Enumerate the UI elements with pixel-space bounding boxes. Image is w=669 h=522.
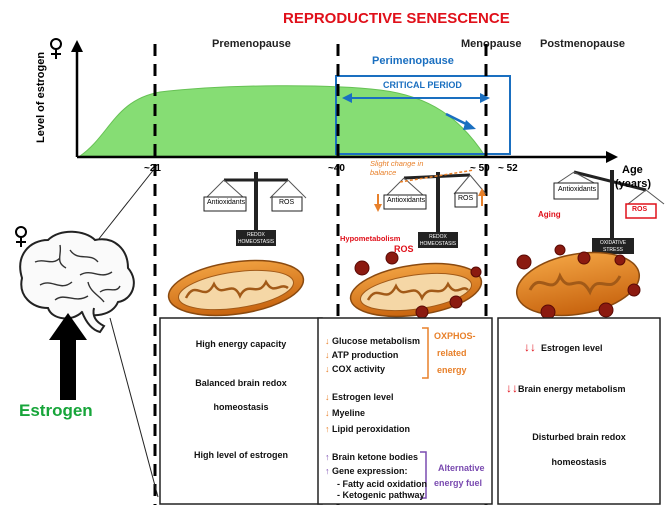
alt-item-4: - Ketogenic pathway bbox=[337, 490, 425, 500]
tick-21: ~21 bbox=[144, 163, 161, 174]
tick-52: ~ 52 bbox=[498, 163, 518, 174]
alt-label-1: Alternative bbox=[438, 463, 485, 473]
oxphos-label-2: related bbox=[437, 348, 467, 358]
tick-40: ~40 bbox=[328, 163, 345, 174]
hypometabolism-label: Hypometabolism bbox=[340, 234, 401, 243]
tick-50: ~ 50 bbox=[470, 163, 490, 174]
balance3-ros: ROS bbox=[632, 206, 648, 213]
panel-postmenopause bbox=[497, 317, 661, 505]
estrogen-arrow bbox=[49, 313, 87, 400]
female-symbol-axis bbox=[50, 38, 62, 59]
alt-item-3: - Fatty acid oxidation bbox=[337, 479, 428, 489]
mitochondrion-stressed bbox=[349, 251, 483, 319]
oxphos-label-1: OXPHOS- bbox=[434, 331, 476, 341]
x-axis-label-1: Age bbox=[622, 164, 643, 176]
balance2-ros: ROS bbox=[458, 195, 474, 202]
alt-item-2: ↑ Gene expression: bbox=[325, 466, 408, 476]
estrogen-curve bbox=[78, 85, 486, 157]
phase-premenopause: Premenopause bbox=[212, 38, 291, 50]
panel3-line2: ↓↓Brain energy metabolism bbox=[506, 381, 626, 395]
balance1-redox: REDOX bbox=[247, 232, 265, 238]
balance3-stress: STRESS bbox=[602, 247, 623, 253]
ros-label: ROS bbox=[394, 244, 414, 254]
balance-premenopause bbox=[203, 172, 307, 246]
balance2-antioxidants: Antioxidants bbox=[387, 197, 426, 204]
slight-change-1: Slight change in bbox=[370, 159, 424, 168]
mitochondrion-healthy bbox=[167, 259, 305, 317]
panel1-line1: High energy capacity bbox=[195, 339, 287, 349]
balance1-ros: ROS bbox=[279, 199, 295, 206]
oxphos-label-3: energy bbox=[437, 365, 467, 375]
oxphos-item-1: ↓ Glucose metabolism bbox=[325, 336, 421, 346]
panel3-line1: ↓↓ Estrogen level bbox=[524, 340, 603, 354]
diagram-title: REPRODUCTIVE SENESCENCE bbox=[283, 10, 510, 27]
balance1-antioxidants: Antioxidants bbox=[207, 199, 246, 206]
balance-postmenopause bbox=[553, 170, 665, 254]
oxphos-item-2: ↓ ATP production bbox=[325, 350, 399, 360]
phase-postmenopause: Postmenopause bbox=[540, 38, 625, 50]
aging-label: Aging bbox=[538, 210, 561, 219]
panel3-line4: homeostasis bbox=[551, 457, 607, 467]
slight-change-2: balance bbox=[370, 168, 397, 177]
panel1-line3: homeostasis bbox=[213, 402, 269, 412]
brain-illustration bbox=[19, 230, 135, 334]
phase-perimenopause: Perimenopause bbox=[372, 55, 454, 67]
y-axis-label: Level of estrogen bbox=[35, 51, 47, 143]
alt-label-2: energy fuel bbox=[434, 478, 483, 488]
estrogen-label: Estrogen bbox=[19, 401, 93, 420]
female-symbol bbox=[15, 226, 27, 247]
mid-item-1: ↓ Estrogen level bbox=[325, 392, 394, 402]
x-axis-label-2: (years) bbox=[615, 178, 652, 190]
balance3-oxidative: OXIDATIVE bbox=[599, 240, 627, 246]
balance2-homeostasis: HOMEOSTASIS bbox=[419, 241, 457, 247]
panel-perimenopause bbox=[317, 317, 493, 505]
mid-item-3: ↑ Lipid peroxidation bbox=[325, 424, 411, 434]
phase-menopause: Menopause bbox=[461, 38, 522, 50]
critical-period-label: CRITICAL PERIOD bbox=[383, 80, 462, 90]
balance-perimenopause bbox=[374, 169, 487, 248]
balance2-redox: REDOX bbox=[429, 234, 447, 240]
panel1-line4: High level of estrogen bbox=[193, 450, 289, 460]
balance3-antioxidants: Antioxidants bbox=[558, 186, 597, 193]
alt-item-1: ↑ Brain ketone bodies bbox=[325, 452, 419, 462]
mid-item-2: ↓ Myeline bbox=[325, 408, 366, 418]
balance1-homeostasis: HOMEOSTASIS bbox=[237, 239, 275, 245]
oxphos-item-3: ↓ COX activity bbox=[325, 364, 386, 374]
panel3-line3: Disturbed brain redox bbox=[532, 432, 626, 442]
panel1-line2: Balanced brain redox bbox=[195, 378, 287, 388]
critical-period-box bbox=[335, 75, 511, 155]
mitochondrion-aged bbox=[515, 244, 641, 320]
